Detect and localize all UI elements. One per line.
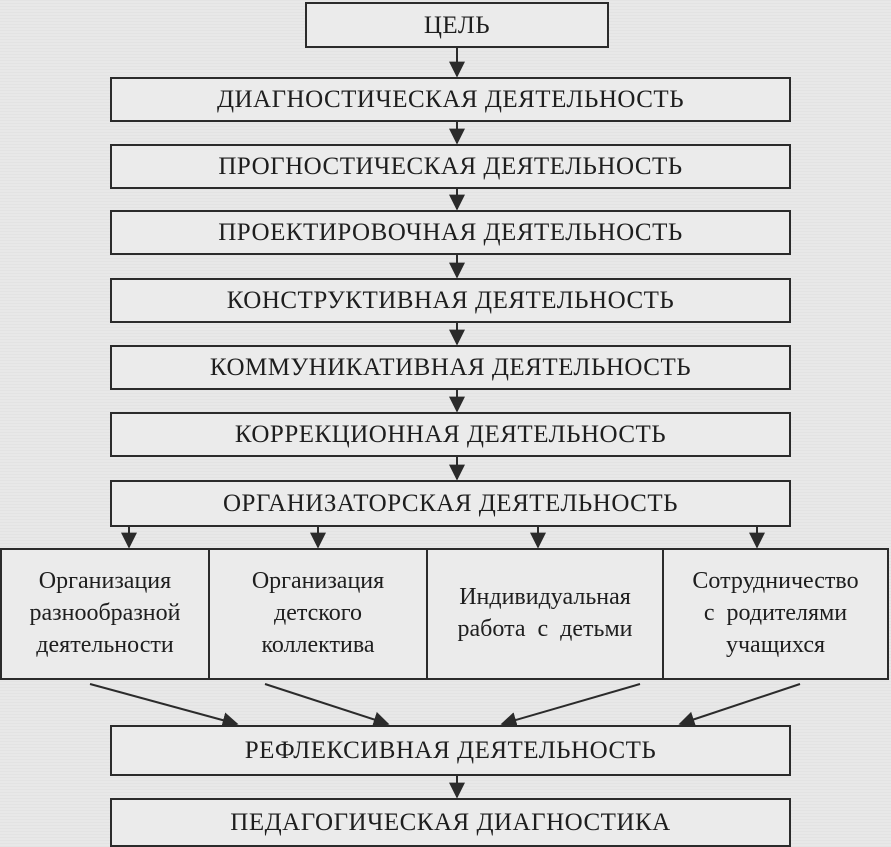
- stage-box-communicative: КОММУНИКАТИВНАЯ ДЕЯТЕЛЬНОСТЬ: [110, 345, 791, 390]
- sub-activity-line: разнообразной: [29, 600, 181, 627]
- stage-box-prognostic: ПРОГНОСТИЧЕСКАЯ ДЕЯТЕЛЬНОСТЬ: [110, 144, 791, 189]
- stage-box-design: ПРОЕКТИРОВОЧНАЯ ДЕЯТЕЛЬНОСТЬ: [110, 210, 791, 255]
- stage-label: КОНСТРУКТИВНАЯ ДЕЯТЕЛЬНОСТЬ: [226, 287, 675, 314]
- sub-activity-line: Индивидуальная: [459, 584, 631, 611]
- sub-activity-individual: Индивидуальная работа с детьми: [428, 548, 664, 680]
- arrow-sub-1-to-reflexive: [89, 683, 239, 728]
- sub-activity-line: детского: [274, 600, 362, 627]
- sub-activities-row: Организация разнообразной деятельности О…: [0, 548, 891, 680]
- stage-label: ПРОЕКТИРОВОЧНАЯ ДЕЯТЕЛЬНОСТЬ: [218, 219, 683, 246]
- sub-activity-collective: Организация детского коллектива: [210, 548, 428, 680]
- sub-activity-line: Организация: [251, 568, 385, 595]
- stage-label: ДИАГНОСТИЧЕСКАЯ ДЕЯТЕЛЬНОСТЬ: [216, 86, 685, 113]
- sub-activity-diverse: Организация разнообразной деятельности: [0, 548, 210, 680]
- sub-activity-line: Организация: [38, 568, 172, 595]
- sub-activity-line: коллектива: [261, 631, 375, 658]
- sub-activity-line: с родителями: [703, 600, 848, 627]
- reflexive-label: РЕФЛЕКСИВНАЯ ДЕЯТЕЛЬНОСТЬ: [244, 737, 657, 764]
- final-box: ПЕДАГОГИЧЕСКАЯ ДИАГНОСТИКА: [110, 798, 791, 847]
- goal-label: ЦЕЛЬ: [423, 11, 491, 39]
- stage-label: КОРРЕКЦИОННАЯ ДЕЯТЕЛЬНОСТЬ: [234, 421, 667, 448]
- reflexive-box: РЕФЛЕКСИВНАЯ ДЕЯТЕЛЬНОСТЬ: [110, 725, 791, 776]
- stage-label: КОММУНИКАТИВНАЯ ДЕЯТЕЛЬНОСТЬ: [209, 354, 692, 381]
- stage-box-correctional: КОРРЕКЦИОННАЯ ДЕЯТЕЛЬНОСТЬ: [110, 412, 791, 457]
- stage-label: ПРОГНОСТИЧЕСКАЯ ДЕЯТЕЛЬНОСТЬ: [218, 153, 683, 180]
- stage-box-diagnostic: ДИАГНОСТИЧЕСКАЯ ДЕЯТЕЛЬНОСТЬ: [110, 77, 791, 122]
- sub-activity-line: работа с детьми: [457, 616, 633, 642]
- sub-activity-line: Сотрудничество: [692, 568, 859, 595]
- arrow-sub-4-to-reflexive: [678, 683, 801, 728]
- goal-box: ЦЕЛЬ: [305, 2, 609, 48]
- arrow-sub-3-to-reflexive: [500, 683, 641, 728]
- arrow-sub-2-to-reflexive: [264, 683, 390, 728]
- stage-box-organizational: ОРГАНИЗАТОРСКАЯ ДЕЯТЕЛЬНОСТЬ: [110, 480, 791, 527]
- stage-label: ОРГАНИЗАТОРСКАЯ ДЕЯТЕЛЬНОСТЬ: [222, 490, 678, 517]
- sub-activity-line: учащихся: [725, 631, 826, 658]
- sub-activity-parents: Сотрудничество с родителями учащихся: [664, 548, 889, 680]
- sub-activity-line: деятельности: [36, 631, 174, 658]
- stage-box-constructive: КОНСТРУКТИВНАЯ ДЕЯТЕЛЬНОСТЬ: [110, 278, 791, 323]
- final-label: ПЕДАГОГИЧЕСКАЯ ДИАГНОСТИКА: [230, 809, 671, 836]
